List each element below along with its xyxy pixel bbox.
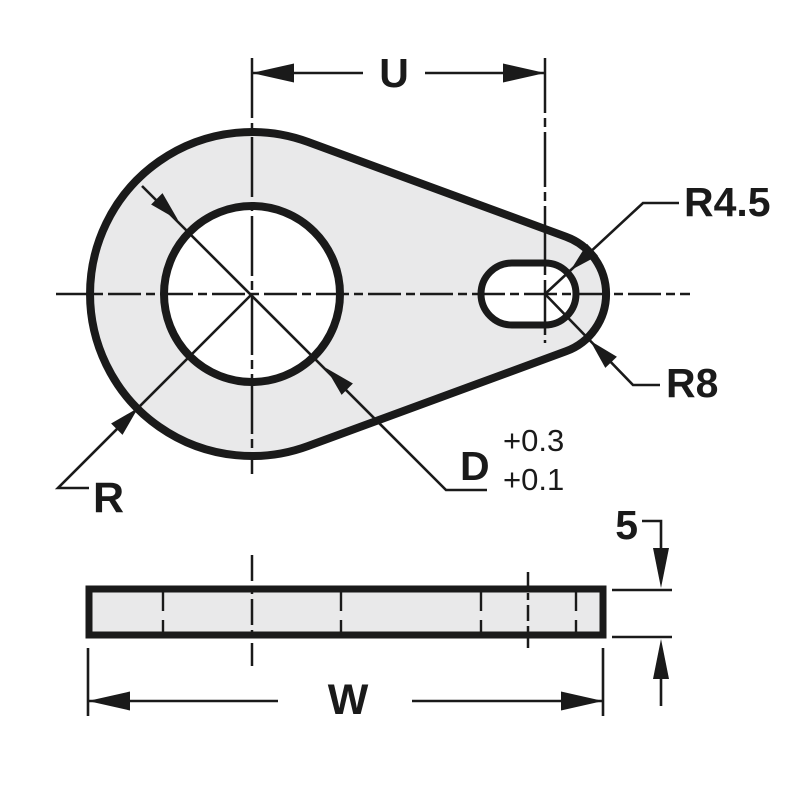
u-dimension-label: U — [379, 50, 409, 96]
thickness-extension-lines — [612, 588, 672, 639]
d-dimension-line — [141, 185, 487, 492]
r8-dimension-label: R8 — [666, 360, 718, 406]
thickness-dimension-label: 5 — [615, 502, 638, 548]
side-view-hidden-ticks — [161, 592, 578, 634]
r8-leader-line — [544, 293, 660, 387]
w-arrow-left — [88, 691, 130, 711]
thickness-arrow-top — [653, 548, 669, 588]
thickness-arrow-bottom — [653, 639, 669, 679]
d-tolerance-lower: +0.1 — [503, 462, 564, 497]
d-dimension-label: D — [460, 443, 490, 489]
r45-arrow — [570, 243, 598, 271]
w-extension-lines — [86, 648, 605, 716]
side-view-plate — [85, 585, 607, 639]
r-arrow — [111, 408, 138, 435]
thickness-leader — [642, 519, 663, 706]
u-arrow-left — [252, 63, 294, 83]
r45-dimension-label: R4.5 — [684, 179, 771, 225]
w-arrow-right — [561, 691, 603, 711]
r-leader-line — [54, 293, 253, 490]
u-arrow-right — [503, 63, 545, 83]
d-arrow-upper-left — [151, 193, 178, 220]
w-dimension-label: W — [328, 676, 369, 724]
d-arrow-lower-right — [326, 368, 353, 395]
d-tolerance-upper: +0.3 — [503, 423, 564, 458]
r8-arrow — [590, 340, 617, 368]
r-dimension-label: R — [93, 474, 124, 522]
